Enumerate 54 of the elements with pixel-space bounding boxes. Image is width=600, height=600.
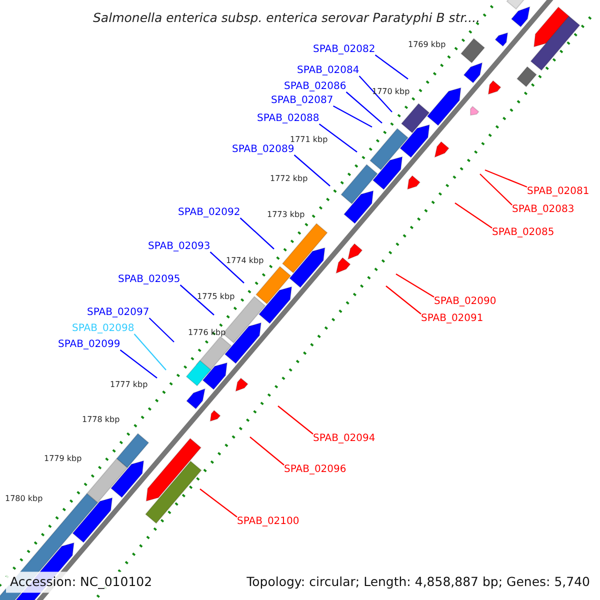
- gene-label: SPAB_02081: [527, 187, 590, 197]
- scale-label: 1777 kbp: [110, 381, 148, 389]
- scale-label: 1773 kbp: [267, 211, 305, 219]
- leader-line: [484, 169, 528, 188]
- leader-line: [374, 54, 408, 80]
- leader-line: [134, 334, 166, 370]
- genome-summary: Topology: circular; Length: 4,858,887 bp; Genes: 5,740: [246, 576, 590, 588]
- leader-line: [318, 124, 358, 152]
- leader-line: [454, 202, 492, 228]
- gene-label: SPAB_02086: [284, 82, 346, 92]
- leader-line: [332, 105, 372, 128]
- leader-line: [358, 76, 392, 112]
- scale-label: 1779 kbp: [44, 455, 82, 463]
- map-title: Salmonella enterica subsp. enterica serovar Paratyphi B str....: [93, 12, 480, 24]
- scale-label: 1778 kbp: [82, 416, 120, 424]
- gene-label: SPAB_02090: [434, 297, 496, 307]
- gene-label: SPAB_02100: [237, 517, 300, 527]
- scale-label: 1780 kbp: [5, 495, 43, 503]
- scale-label: 1774 kbp: [226, 257, 264, 265]
- gene-label: SPAB_02088: [257, 114, 320, 124]
- scale-label: 1769 kbp: [408, 41, 446, 49]
- scale-label: 1770 kbp: [372, 88, 410, 96]
- gene-label: SPAB_02085: [492, 228, 554, 238]
- leader-line: [250, 436, 284, 466]
- gene-label: SPAB_02099: [58, 340, 120, 350]
- scale-label: 1771 kbp: [290, 136, 328, 144]
- leader-line: [210, 252, 244, 284]
- leader-line: [278, 406, 314, 434]
- gene-label: SPAB_02082: [313, 45, 376, 55]
- leader-line: [386, 286, 422, 314]
- gene-label: SPAB_02092: [178, 208, 240, 218]
- leader-line: [200, 488, 238, 518]
- gene-label: SPAB_02097: [87, 308, 150, 318]
- gene-label: SPAB_02098: [72, 324, 134, 334]
- leader-line: [294, 154, 330, 186]
- gene-label: SPAB_02084: [297, 66, 360, 76]
- gene-label: SPAB_02089: [232, 145, 294, 155]
- scale-label: 1776 kbp: [188, 329, 226, 337]
- gene-label: SPAB_02091: [421, 314, 484, 324]
- leader-line: [346, 92, 382, 124]
- gene-label: SPAB_02095: [118, 275, 180, 285]
- leader-line: [396, 273, 434, 298]
- leader-line: [148, 318, 174, 342]
- leader-line: [180, 284, 214, 316]
- gene-label: SPAB_02093: [148, 242, 210, 252]
- gene-label: SPAB_02087: [271, 96, 334, 106]
- gene-label: SPAB_02094: [313, 434, 376, 444]
- leader-line: [240, 218, 274, 250]
- scale-label: 1775 kbp: [197, 293, 235, 301]
- scale-label: 1772 kbp: [270, 175, 308, 183]
- gene-label: SPAB_02096: [284, 465, 346, 475]
- gene-label: SPAB_02083: [512, 205, 574, 215]
- leader-line: [120, 350, 158, 378]
- leader-line: [480, 174, 512, 206]
